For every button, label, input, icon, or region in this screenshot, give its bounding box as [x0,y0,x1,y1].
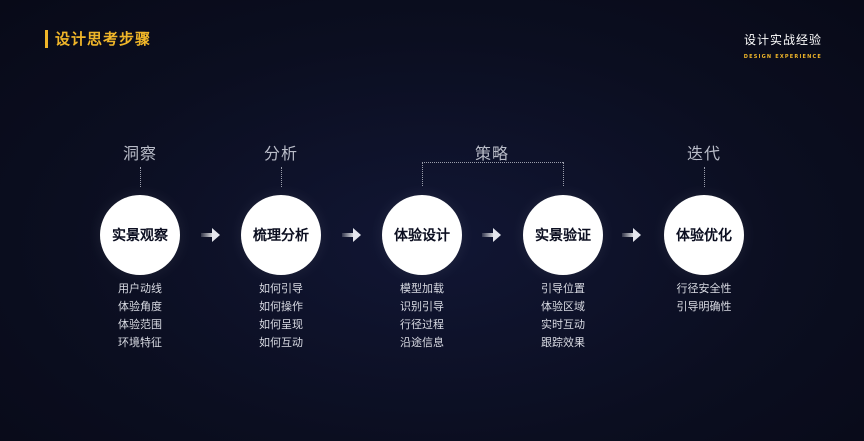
brand-subtitle: DESIGN EXPERIENCE [743,54,822,60]
list-item: 模型加载 [400,282,444,295]
step-circle-observation: 实景观察 [100,195,180,275]
step-circle-analysis: 梳理分析 [241,195,321,275]
list-item: 行径过程 [400,318,444,331]
list-item: 跟踪效果 [541,336,585,349]
phase-strategy: 策略 [474,144,510,163]
arrow-right-icon [482,228,501,242]
list-item: 体验区域 [541,300,585,313]
step-label: 体验优化 [676,228,732,244]
connector-analysis [281,167,282,187]
list-item: 如何互动 [259,336,303,349]
brand-title: 设计实战经验 [743,33,822,47]
step-items-observation: 用户动线 体验角度 体验范围 环境特征 [90,280,190,352]
list-item: 引导明确性 [676,300,732,313]
step-label: 实景观察 [112,228,168,244]
step-items-optimization: 行径安全性 引导明确性 [654,280,754,316]
step-circle-optimization: 体验优化 [664,195,744,275]
list-item: 体验角度 [118,300,162,313]
list-item: 沿途信息 [400,336,444,349]
step-label: 体验设计 [394,228,450,244]
list-item: 行径安全性 [676,282,732,295]
list-item: 用户动线 [118,282,162,295]
list-item: 体验范围 [118,318,162,331]
list-item: 实时互动 [541,318,585,331]
step-items-validation: 引导位置 体验区域 实时互动 跟踪效果 [513,280,613,352]
list-item: 引导位置 [541,282,585,295]
step-circle-design: 体验设计 [382,195,462,275]
arrow-right-icon [201,228,220,242]
connector-strategy-right [563,162,564,186]
page-title: 设计思考步骤 [55,30,152,48]
step-label: 梳理分析 [253,228,309,244]
brand-block: 设计实战经验 DESIGN EXPERIENCE [744,31,822,60]
list-item: 如何呈现 [259,318,303,331]
step-items-analysis: 如何引导 如何操作 如何呈现 如何互动 [231,280,331,352]
title-accent-bar [45,30,48,48]
phase-iteration: 迭代 [686,144,722,163]
connector-iteration [704,167,705,187]
step-circle-validation: 实景验证 [523,195,603,275]
arrow-right-icon [342,228,361,242]
list-item: 如何操作 [259,300,303,313]
phase-analysis: 分析 [263,144,299,163]
list-item: 环境特征 [118,336,162,349]
list-item: 如何引导 [259,282,303,295]
phase-insight: 洞察 [122,144,158,163]
step-label: 实景验证 [535,228,591,244]
list-item: 识别引导 [400,300,444,313]
step-items-design: 模型加载 识别引导 行径过程 沿途信息 [372,280,472,352]
connector-strategy-left [422,162,423,186]
arrow-right-icon [622,228,641,242]
connector-strategy-bracket [422,162,563,163]
connector-insight [140,167,141,187]
